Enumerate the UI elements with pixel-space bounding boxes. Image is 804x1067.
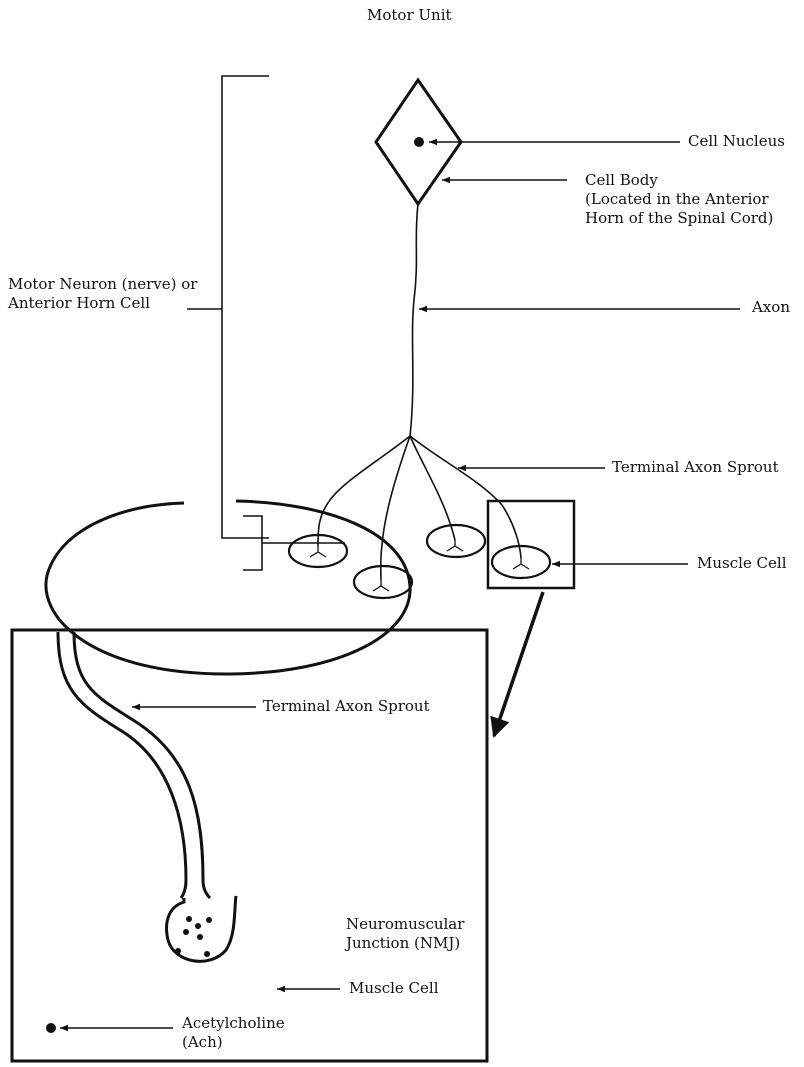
label-cell-nucleus: Cell Nucleus <box>688 132 785 151</box>
label-inset-muscle-cell: Muscle Cell <box>349 979 439 998</box>
terminal-axon-sprouts <box>318 436 521 580</box>
cell-nucleus-dot <box>414 137 424 147</box>
label-nmj-line2: Junction (NMJ) <box>346 934 464 953</box>
label-muscle-cell: Muscle Cell <box>697 554 787 573</box>
label-acetylcholine: Acetylcholine (Ach) <box>182 1014 285 1052</box>
label-motor-neuron-line1: Motor Neuron (nerve) or <box>8 275 197 294</box>
label-motor-neuron: Motor Neuron (nerve) or Anterior Horn Ce… <box>8 275 197 313</box>
inset-axon-sprout <box>58 632 236 961</box>
label-axon: Axon <box>752 298 790 317</box>
label-cell-body-line2: (Located in the Anterior <box>585 190 773 209</box>
label-acetylcholine-line2: (Ach) <box>182 1033 285 1052</box>
nmj-bracket <box>243 516 345 570</box>
label-motor-neuron-line2: Anterior Horn Cell <box>8 294 197 313</box>
label-terminal-axon-sprout: Terminal Axon Sprout <box>612 458 779 477</box>
motor-end-plates <box>310 540 529 591</box>
label-cell-body-line3: Horn of the Spinal Cord) <box>585 209 773 228</box>
label-neuromuscular-junction: Neuromuscular Junction (NMJ) <box>346 915 464 953</box>
diagram-title: Motor Unit <box>367 6 452 25</box>
label-inset-terminal-axon-sprout: Terminal Axon Sprout <box>263 697 430 716</box>
highlight-box <box>488 501 574 588</box>
label-acetylcholine-line1: Acetylcholine <box>182 1014 285 1033</box>
label-nmj-line1: Neuromuscular <box>346 915 464 934</box>
motor-neuron-bracket <box>187 76 269 538</box>
zoom-arrow <box>494 592 543 736</box>
acetylcholine-key-dot <box>46 1023 56 1033</box>
label-cell-body-line1: Cell Body <box>585 171 773 190</box>
axon <box>410 204 418 436</box>
label-cell-body: Cell Body (Located in the Anterior Horn … <box>585 171 773 228</box>
acetylcholine-vesicles <box>175 916 212 957</box>
